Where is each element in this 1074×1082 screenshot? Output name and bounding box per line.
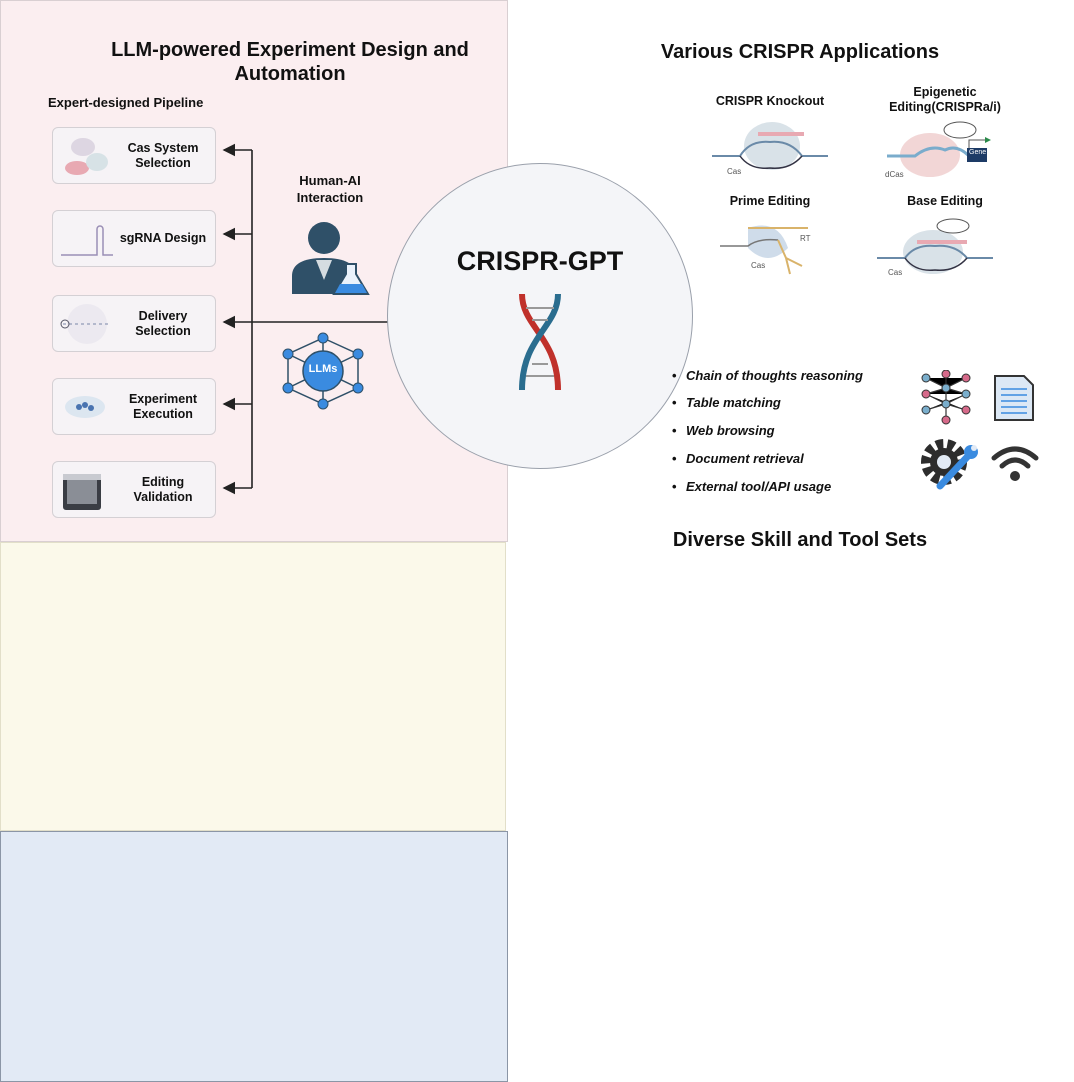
wifi-icon bbox=[991, 446, 1039, 481]
sgrna-icon bbox=[61, 225, 113, 256]
step-label: Delivery Selection bbox=[135, 308, 191, 338]
gear-wrench-icon bbox=[921, 439, 978, 490]
skills-tools-panel bbox=[0, 831, 508, 1082]
pipeline-subtitle: Expert-designed Pipeline bbox=[48, 95, 204, 110]
cas-label: Cas bbox=[727, 167, 742, 176]
cells-icon bbox=[65, 396, 105, 418]
cas-label: Cas bbox=[888, 268, 903, 277]
app-prime-label: Prime Editing bbox=[729, 194, 811, 208]
document-icon bbox=[994, 375, 1034, 421]
llm-label: LLMs bbox=[308, 363, 338, 375]
knockout-diagram bbox=[712, 122, 828, 170]
sequencer-icon bbox=[63, 474, 101, 510]
skill-item: External tool/API usage bbox=[672, 479, 831, 494]
skill-item: Document retrieval bbox=[672, 451, 804, 466]
skill-item: Web browsing bbox=[672, 423, 775, 438]
step-label: sgRNA Design bbox=[119, 231, 207, 245]
crispr-gpt-hub bbox=[387, 163, 693, 469]
delivery-icon bbox=[60, 304, 111, 344]
app-epigenetic-label: Epigenetic Editing(CRISPRa/i) bbox=[889, 85, 1001, 114]
human-ai-label: Human-AI Interaction bbox=[296, 173, 364, 205]
step-label: Experiment Execution bbox=[128, 391, 198, 421]
epigenetic-diagram bbox=[887, 121, 991, 177]
skill-item: Table matching bbox=[672, 395, 781, 410]
gene-label: Gene bbox=[969, 149, 987, 156]
step-delivery-selection: Delivery Selection bbox=[52, 295, 216, 352]
step-editing-validation: Editing Validation bbox=[52, 461, 216, 518]
step-sgrna-design: sgRNA Design bbox=[52, 210, 216, 267]
cas-protein-icon bbox=[65, 138, 108, 175]
dcas-label: dCas bbox=[885, 170, 904, 179]
cas-label: Cas bbox=[751, 261, 766, 270]
crispr-applications-panel bbox=[0, 542, 506, 831]
scientist-icon bbox=[292, 222, 370, 295]
left-panel-title: LLM-powered Experiment Design and Automa… bbox=[111, 39, 469, 85]
base-editing-diagram bbox=[877, 218, 993, 274]
applications-title: Various CRISPR Applications bbox=[660, 41, 940, 63]
step-experiment-execution: Experiment Execution bbox=[52, 378, 216, 435]
llm-network-icon bbox=[282, 332, 364, 410]
step-cas-system-selection: Cas System Selection bbox=[52, 127, 216, 184]
neural-network-icon bbox=[921, 370, 971, 425]
prime-editing-diagram bbox=[720, 225, 808, 275]
app-knockout-label: CRISPR Knockout bbox=[715, 94, 825, 108]
center-title: CRISPR-GPT bbox=[456, 246, 624, 276]
step-label: Editing Validation bbox=[133, 474, 193, 504]
rt-label: RT bbox=[800, 234, 811, 243]
dna-icon bbox=[519, 293, 561, 391]
skills-title: Diverse Skill and Tool Sets bbox=[672, 529, 928, 551]
app-base-label: Base Editing bbox=[907, 194, 983, 208]
skill-item: Chain of thoughts reasoning bbox=[672, 368, 863, 383]
step-label: Cas System Selection bbox=[127, 140, 199, 170]
pipeline-connectors bbox=[222, 143, 390, 495]
